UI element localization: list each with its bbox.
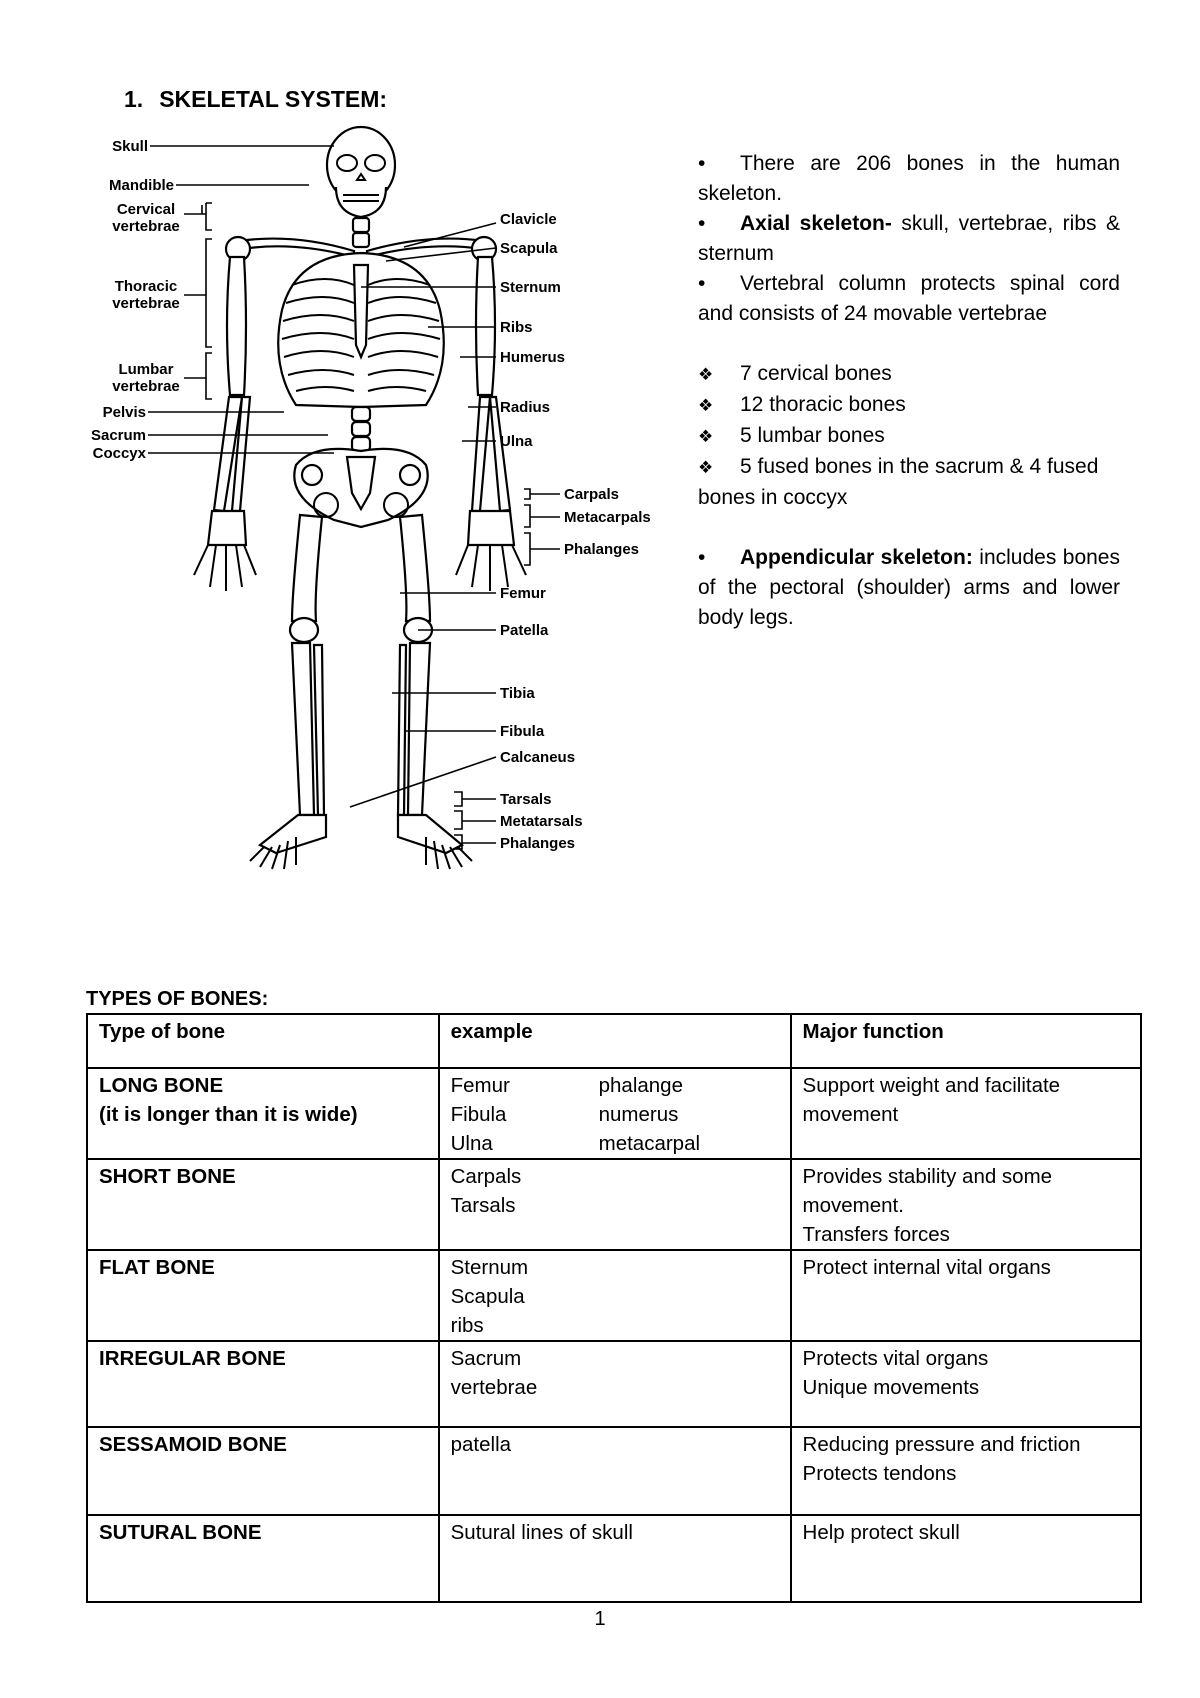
example-cell: Sutural lines of skull	[437, 1514, 792, 1603]
bullet-icon: •	[698, 152, 706, 175]
label-metacarpals: Metacarpals	[564, 509, 651, 526]
label-tarsals: Tarsals	[500, 791, 551, 808]
left-labels: Skull Mandible Cervical vertebrae Thorac…	[91, 138, 180, 462]
vertebrae-list-item: ❖5 lumbar bones	[698, 421, 1120, 452]
type-cell: LONG BONE (it is longer than it is wide)	[86, 1067, 440, 1160]
types-of-bones-table: Type of bone example Major function LONG…	[86, 1013, 1143, 1603]
function-cell: Support weight and facilitate movement	[789, 1067, 1143, 1160]
function-cell: Provides stability and some movement. Tr…	[789, 1158, 1143, 1251]
vertebrae-list-item: ❖5 fused bones in the sacrum & 4 fused b…	[698, 455, 1099, 509]
label-clavicle: Clavicle	[500, 211, 557, 228]
function-cell: Protects vital organs Unique movements	[789, 1340, 1143, 1428]
header-function: Major function	[789, 1013, 1143, 1069]
bullet-icon: •	[698, 212, 706, 235]
label-sternum: Sternum	[500, 279, 561, 296]
table-row: SHORT BONE Carpals Tarsals Provides stab…	[86, 1158, 1143, 1251]
note-axial: •Axial skeleton- skull, vertebrae, ribs …	[698, 209, 1120, 269]
function-cell: Protect internal vital organs	[789, 1249, 1143, 1342]
label-femur: Femur	[500, 585, 546, 602]
label-calcaneus: Calcaneus	[500, 749, 575, 766]
label-ribs: Ribs	[500, 319, 533, 336]
label-lumbar: Lumbar	[118, 361, 173, 378]
label-thoracic: Thoracic	[115, 278, 178, 295]
label-metatarsals: Metatarsals	[500, 813, 583, 830]
diamond-bullet-icon: ❖	[698, 458, 714, 477]
skeleton-figure	[193, 125, 527, 870]
type-cell: IRREGULAR BONE	[86, 1340, 440, 1428]
bullet-icon: •	[698, 546, 706, 569]
label-humerus: Humerus	[500, 349, 565, 366]
label-cervical: Cervical	[117, 201, 175, 218]
vertebrae-list-item: ❖12 thoracic bones	[698, 390, 1120, 421]
label-mandible: Mandible	[109, 177, 174, 194]
label-scapula: Scapula	[500, 240, 558, 257]
right-labels: Clavicle Scapula Sternum Ribs Humerus Ra…	[500, 211, 651, 852]
type-cell: FLAT BONE	[86, 1249, 440, 1342]
header-type: Type of bone	[86, 1013, 440, 1069]
example-cell: patella	[437, 1426, 792, 1516]
label-pelvis: Pelvis	[103, 404, 146, 421]
label-phalanges-foot: Phalanges	[500, 835, 575, 852]
label-patella: Patella	[500, 622, 549, 639]
example-cell: Sacrum vertebrae	[437, 1340, 792, 1428]
table-row: IRREGULAR BONE Sacrum vertebrae Protects…	[86, 1340, 1143, 1428]
label-fibula: Fibula	[500, 723, 545, 740]
diamond-bullet-icon: ❖	[698, 365, 714, 384]
skeleton-diagram: Skull Mandible Cervical vertebrae Thorac…	[91, 125, 651, 870]
table-row: SUTURAL BONE Sutural lines of skull Help…	[86, 1514, 1143, 1603]
skeleton-notes: •There are 206 bones in the human skelet…	[698, 149, 1120, 633]
example-cell: Carpals Tarsals	[437, 1158, 792, 1251]
note-appendicular: •Appendicular skeleton: includes bones o…	[698, 543, 1120, 633]
label-skull: Skull	[112, 138, 148, 155]
label-phalanges-hand: Phalanges	[564, 541, 639, 558]
section-heading: 1. SKELETAL SYSTEM:	[124, 86, 387, 113]
section-number: 1.	[124, 86, 144, 112]
diamond-bullet-icon: ❖	[698, 427, 714, 446]
label-carpals: Carpals	[564, 486, 619, 503]
note-bones-count: •There are 206 bones in the human skelet…	[698, 149, 1120, 209]
note-vertebral-column: •Vertebral column protects spinal cord a…	[698, 269, 1120, 329]
type-cell: SESSAMOID BONE	[86, 1426, 440, 1516]
label-radius: Radius	[500, 399, 550, 416]
right-leader-lines	[349, 222, 560, 850]
label-ulna: Ulna	[500, 433, 533, 450]
label-lumbar-vertebrae: vertebrae	[112, 378, 180, 395]
header-example: example	[437, 1013, 792, 1069]
left-leader-lines	[148, 145, 334, 454]
table-row: FLAT BONE Sternum Scapula ribs Protect i…	[86, 1249, 1143, 1342]
section-title: SKELETAL SYSTEM:	[159, 86, 388, 112]
label-tibia: Tibia	[500, 685, 535, 702]
label-thoracic-vertebrae: vertebrae	[112, 295, 180, 312]
example-cell: Sternum Scapula ribs	[437, 1249, 792, 1342]
bullet-icon: •	[698, 272, 706, 295]
diamond-bullet-icon: ❖	[698, 396, 714, 415]
label-sacrum: Sacrum	[91, 427, 146, 444]
page-number: 1	[594, 1608, 606, 1630]
function-cell: Reducing pressure and friction Protects …	[789, 1426, 1143, 1516]
label-cervical-vertebrae: vertebrae	[112, 218, 180, 235]
function-cell: Help protect skull	[789, 1514, 1143, 1603]
vertebrae-list-item: ❖7 cervical bones	[698, 359, 1120, 390]
table-row: SESSAMOID BONE patella Reducing pressure…	[86, 1426, 1143, 1516]
types-of-bones-title: TYPES OF BONES:	[86, 988, 269, 1010]
table-row: LONG BONE (it is longer than it is wide)…	[86, 1067, 1143, 1160]
table-header-row: Type of bone example Major function	[86, 1013, 1143, 1069]
type-cell: SUTURAL BONE	[86, 1514, 440, 1603]
type-cell: SHORT BONE	[86, 1158, 440, 1251]
label-coccyx: Coccyx	[93, 445, 147, 462]
